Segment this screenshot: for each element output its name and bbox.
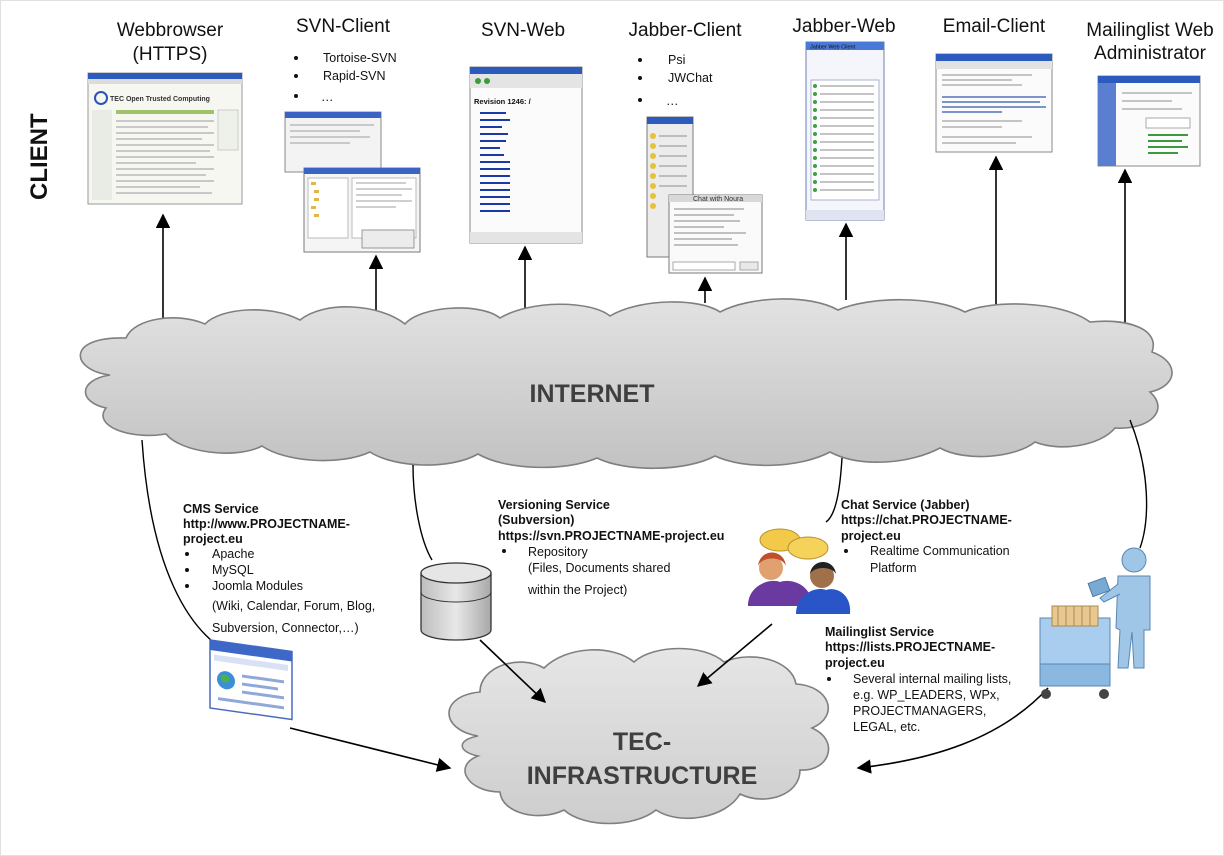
- client-title-svnweb: SVN-Web: [481, 20, 565, 41]
- cms-heading-3: project.eu: [183, 532, 243, 546]
- chat-extra-1: Platform: [870, 561, 917, 575]
- client-webbrowser: Webbrowser (HTTPS): [117, 20, 224, 65]
- chat-item-1: Realtime Communication: [870, 544, 1010, 558]
- versioning-heading-2: (Subversion): [498, 513, 574, 527]
- cms-service-block: CMS Service http://www.PROJECTNAME- proj…: [183, 502, 375, 635]
- mail-heading-3: project.eu: [825, 656, 885, 670]
- svnweb-revision: Revision 1246: /: [474, 97, 532, 106]
- client-mailinglist-admin: Mailinglist Web Administrator: [1086, 20, 1213, 64]
- svn-client-screenshot: [284, 111, 421, 253]
- client-jabber: Jabber-Client Psi JWChat …: [629, 20, 743, 108]
- curve-mail: [1129, 419, 1148, 549]
- webbrowser-logo-text: TEC Open Trusted Computing: [110, 96, 210, 103]
- svnweb-screenshot: Revision 1246: /: [469, 66, 583, 244]
- cms-extra-1: (Wiki, Calendar, Forum, Blog,: [212, 599, 375, 613]
- client-title-webbrowser-line1: Webbrowser: [117, 20, 224, 41]
- curve-versioning: [412, 464, 433, 561]
- client-title-jabber: Jabber-Client: [629, 20, 743, 41]
- infra-arrows: [289, 623, 1049, 774]
- versioning-heading-1: Versioning Service: [498, 498, 610, 512]
- database-icon: [420, 562, 492, 641]
- jabber-chat-title: Chat with Noura: [693, 196, 743, 203]
- chat-people-icon: [748, 528, 851, 614]
- versioning-heading-3: https://svn.PROJECTNAME-project.eu: [498, 529, 724, 543]
- client-title-svn: SVN-Client: [296, 16, 391, 37]
- cms-item-3: Joomla Modules: [212, 579, 303, 593]
- cms-extra-2: Subversion, Connector,…): [212, 621, 359, 635]
- client-jabberweb: Jabber-Web: [792, 16, 895, 37]
- jabber-client-screenshot: Chat with Noura: [646, 116, 763, 274]
- mailinglist-service-block: Mailinglist Service https://lists.PROJEC…: [825, 625, 1011, 734]
- client-title-webbrowser-line2: (HTTPS): [133, 44, 208, 65]
- tec-infrastructure-cloud: TEC- INFRASTRUCTURE: [448, 647, 830, 825]
- client-svn-item-3: …: [321, 90, 334, 104]
- client-side-label: CLIENT: [26, 113, 53, 200]
- versioning-extra-1: (Files, Documents shared: [528, 561, 670, 575]
- cms-item-1: Apache: [212, 547, 254, 561]
- arrow-chat-infra: [696, 623, 773, 687]
- client-title-email: Email-Client: [943, 16, 1046, 37]
- client-svn-item-1: Tortoise-SVN: [323, 51, 397, 65]
- mail-heading-1: Mailinglist Service: [825, 625, 934, 639]
- internet-cloud: INTERNET: [79, 298, 1173, 470]
- curve-chat: [825, 457, 843, 523]
- client-title-mailadmin-line1: Mailinglist Web: [1086, 20, 1213, 41]
- infrastructure-label-line2: INFRASTRUCTURE: [527, 762, 758, 790]
- mail-extra-3: LEGAL, etc.: [853, 720, 920, 734]
- client-svn: SVN-Client Tortoise-SVN Rapid-SVN …: [294, 16, 397, 104]
- infrastructure-label-line1: TEC-: [613, 728, 671, 756]
- mail-extra-1: e.g. WP_LEADERS, WPx,: [853, 688, 1000, 702]
- arrow-versioning-infra: [479, 639, 547, 703]
- chat-heading-2: https://chat.PROJECTNAME-: [841, 513, 1012, 527]
- jabberweb-screenshot: Jabber Web Client: [805, 41, 885, 221]
- mailadmin-screenshot: [1097, 75, 1201, 167]
- webbrowser-screenshot: TEC Open Trusted Computing: [87, 72, 243, 205]
- mail-item-1: Several internal mailing lists,: [853, 672, 1011, 686]
- versioning-item-1: Repository: [528, 545, 588, 559]
- internet-label: INTERNET: [530, 380, 655, 408]
- versioning-service-block: Versioning Service (Subversion) https://…: [498, 498, 724, 597]
- client-svnweb: SVN-Web: [481, 20, 565, 41]
- client-jabber-item-3: …: [666, 94, 679, 108]
- cms-heading-1: CMS Service: [183, 502, 259, 516]
- versioning-extra-2: within the Project): [527, 583, 627, 597]
- chat-heading-3: project.eu: [841, 529, 901, 543]
- client-jabber-item-1: Psi: [668, 53, 685, 67]
- mail-clerk-icon: [1039, 547, 1151, 699]
- client-svn-item-2: Rapid-SVN: [323, 69, 386, 83]
- chat-service-block: Chat Service (Jabber) https://chat.PROJE…: [841, 498, 1012, 575]
- arrow-mail-infra: [856, 687, 1049, 774]
- mail-extra-2: PROJECTMANAGERS,: [853, 704, 986, 718]
- cms-item-2: MySQL: [212, 563, 254, 577]
- arrow-cms-infra: [289, 727, 452, 772]
- client-title-jabberweb: Jabber-Web: [792, 16, 895, 37]
- mail-heading-2: https://lists.PROJECTNAME-: [825, 640, 995, 654]
- email-client-screenshot: [935, 53, 1053, 153]
- chat-heading-1: Chat Service (Jabber): [841, 498, 970, 512]
- client-email: Email-Client: [943, 16, 1046, 37]
- jabberweb-title: Jabber Web Client: [810, 45, 856, 51]
- client-jabber-item-2: JWChat: [668, 71, 713, 85]
- client-title-mailadmin-line2: Administrator: [1094, 43, 1207, 64]
- browser-window-icon: [209, 639, 293, 721]
- cms-heading-2: http://www.PROJECTNAME-: [183, 517, 350, 531]
